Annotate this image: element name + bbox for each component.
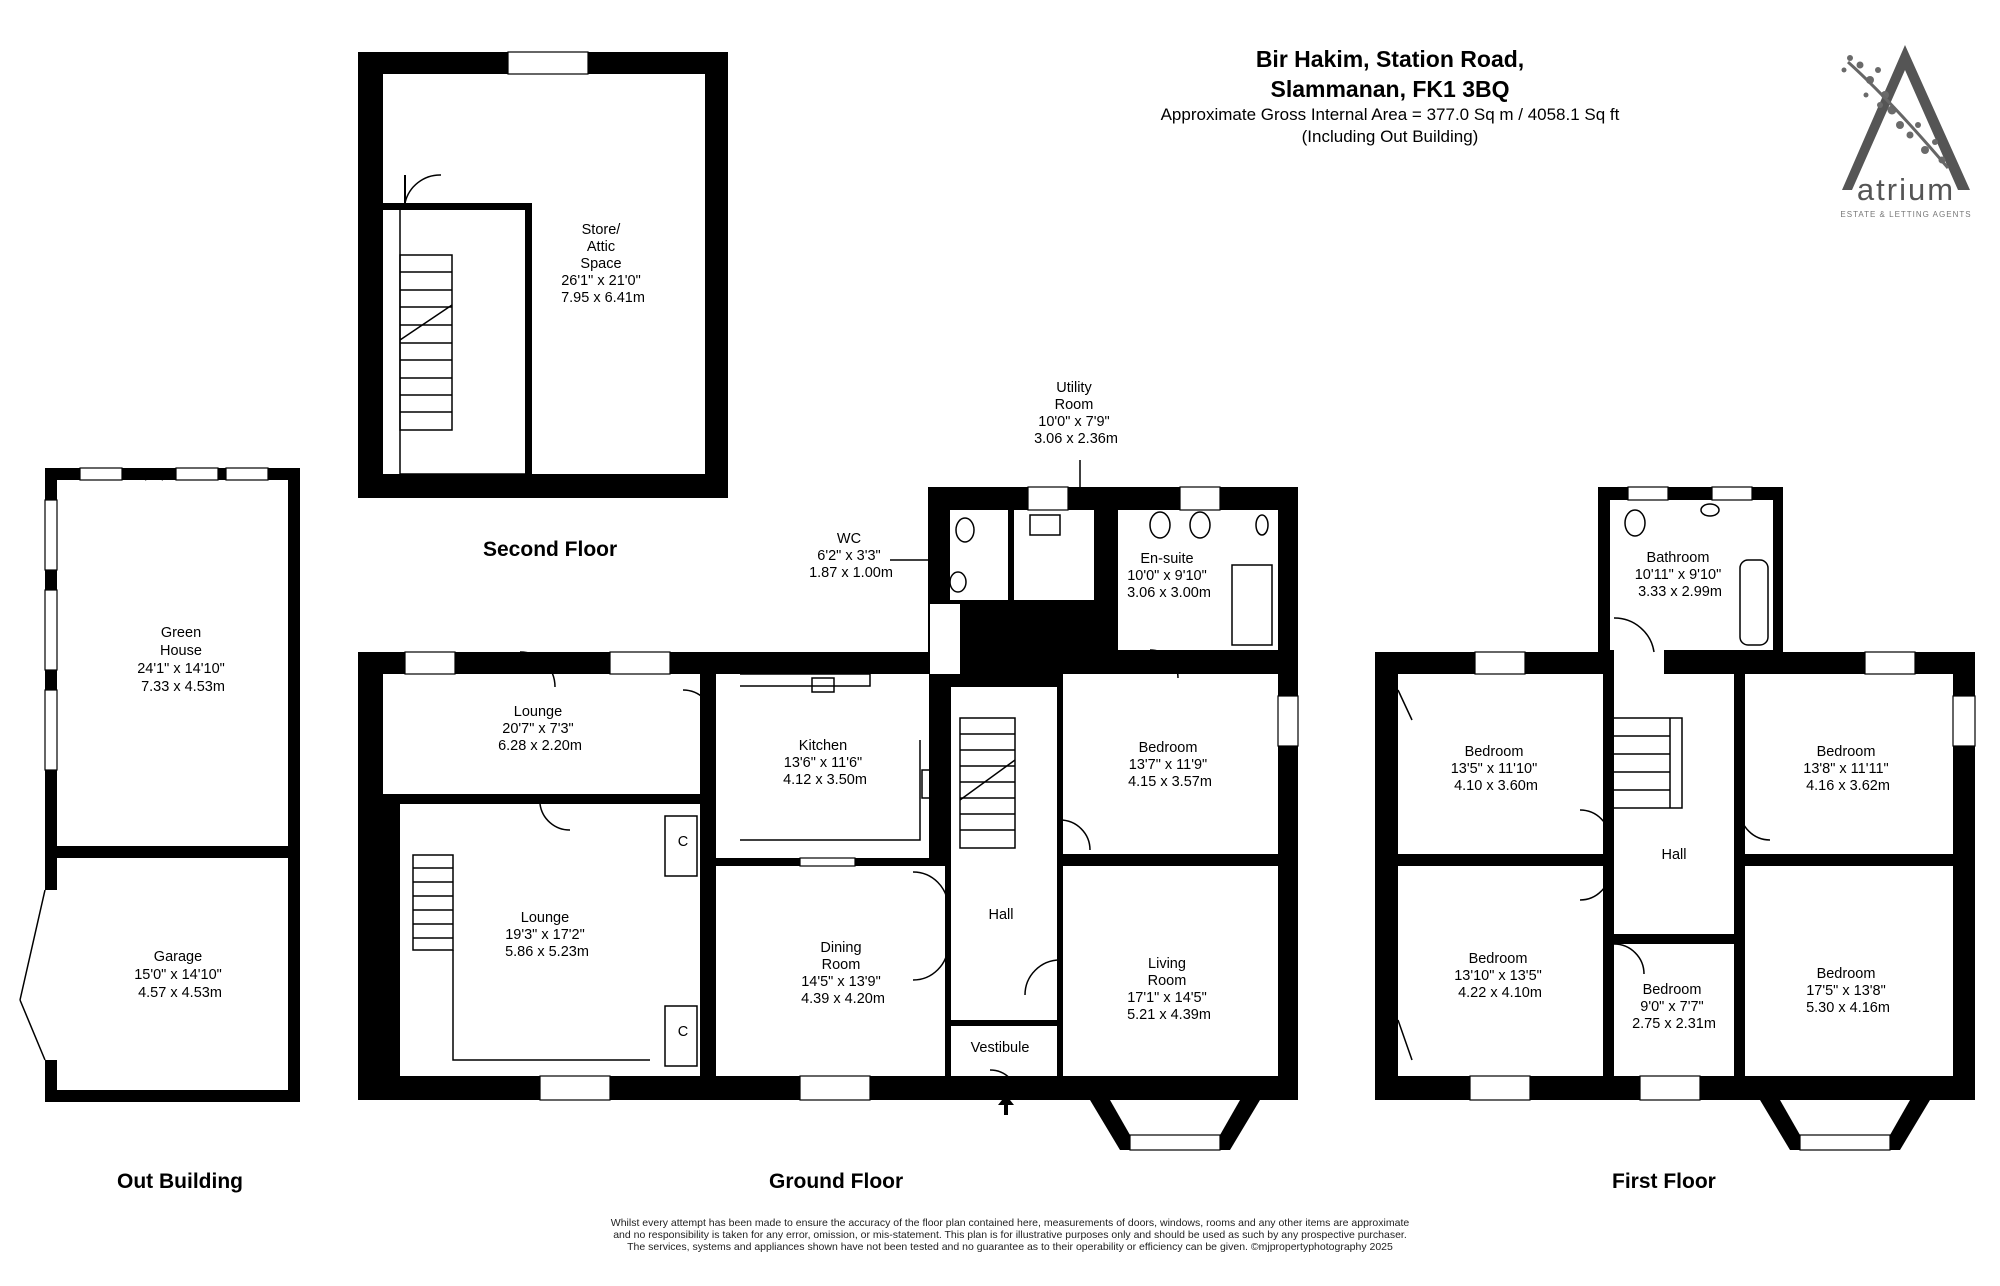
- ground-floor-label: Ground Floor: [769, 1170, 904, 1193]
- room-label-lounge-large: Lounge 19'3" x 17'2" 5.86 x 5.23m: [505, 910, 589, 960]
- out-building-label: Out Building: [117, 1170, 243, 1193]
- room-label-cupboard-2: C: [678, 1024, 688, 1040]
- second-floor-plan: [358, 51, 728, 498]
- room-label-gf-bedroom: Bedroom 13'7" x 11'9" 4.15 x 3.57m: [1128, 740, 1212, 790]
- room-label-dining: Dining Room 14'5" x 13'9" 4.39 x 4.20m: [801, 940, 885, 1007]
- room-label-ff-bedroom-bl: Bedroom 13'10" x 13'5" 4.22 x 4.10m: [1454, 951, 1546, 1001]
- room-label-hall-gf: Hall: [989, 907, 1014, 923]
- room-label-ff-bedroom-tr: Bedroom 13'8" x 11'11" 4.16 x 3.62m: [1803, 744, 1892, 794]
- logo-tagline: ESTATE & LETTING AGENTS: [1840, 210, 1972, 219]
- room-label-ff-bedroom-bm: Bedroom 9'0" x 7'7" 2.75 x 2.31m: [1632, 982, 1716, 1032]
- disclaimer: Whilst every attempt has been made to en…: [560, 1217, 1460, 1253]
- disclaimer-line-3: The services, systems and appliances sho…: [627, 1241, 1393, 1253]
- room-label-ff-bedroom-tl: Bedroom 13'5" x 11'10" 4.10 x 3.60m: [1451, 744, 1542, 794]
- logo-wordmark: atrium: [1856, 172, 1956, 207]
- first-floor-plan: [1375, 486, 1976, 1151]
- room-label-store: Store/ Attic Space 26'1" x 21'0" 7.95 x …: [561, 222, 645, 306]
- second-floor-label: Second Floor: [483, 538, 618, 561]
- tree-letter-a-icon: [1841, 45, 1970, 190]
- room-label-vestibule: Vestibule: [971, 1040, 1030, 1056]
- address-line-1: Bir Hakim, Station Road,: [1255, 46, 1525, 72]
- room-label-bathroom: Bathroom 10'11" x 9'10" 3.33 x 2.99m: [1635, 550, 1726, 600]
- room-label-ff-bedroom-br: Bedroom 17'5" x 13'8" 5.30 x 4.16m: [1806, 966, 1890, 1016]
- disclaimer-line-2: and no responsibility is taken for any e…: [613, 1229, 1407, 1241]
- ground-floor-plan: [358, 486, 1299, 1151]
- room-label-garage: Garage 15'0" x 14'10" 4.57 x 4.53m: [134, 949, 226, 1001]
- gross-area-note: (Including Out Building): [1301, 127, 1479, 146]
- room-label-cupboard-1: C: [678, 834, 688, 850]
- address-line-2: Slammanan, FK1 3BQ: [1270, 76, 1510, 102]
- room-label-green-house: Green House 24'1" x 14'10" 7.33 x 4.53m: [137, 625, 229, 695]
- property-address: Bir Hakim, Station Road, Slammanan, FK1 …: [1040, 44, 1740, 148]
- room-label-utility: Utility Room 10'0" x 7'9" 3.06 x 2.36m: [1034, 380, 1118, 447]
- room-label-hall-ff: Hall: [1662, 847, 1687, 863]
- out-building-plan: [19, 467, 300, 1102]
- room-label-wc: WC 6'2" x 3'3" 1.87 x 1.00m: [809, 531, 893, 581]
- disclaimer-line-1: Whilst every attempt has been made to en…: [610, 1217, 1410, 1229]
- room-label-ensuite: En-suite 10'0" x 9'10" 3.06 x 3.00m: [1127, 551, 1211, 601]
- first-floor-label: First Floor: [1612, 1170, 1716, 1193]
- room-label-lounge-small: Lounge 20'7" x 7'3" 6.28 x 2.20m: [498, 704, 582, 754]
- gross-area: Approximate Gross Internal Area = 377.0 …: [1160, 105, 1620, 124]
- room-label-kitchen: Kitchen 13'6" x 11'6" 4.12 x 3.50m: [783, 738, 867, 788]
- room-label-living: Living Room 17'1" x 14'5" 5.21 x 4.39m: [1127, 956, 1211, 1023]
